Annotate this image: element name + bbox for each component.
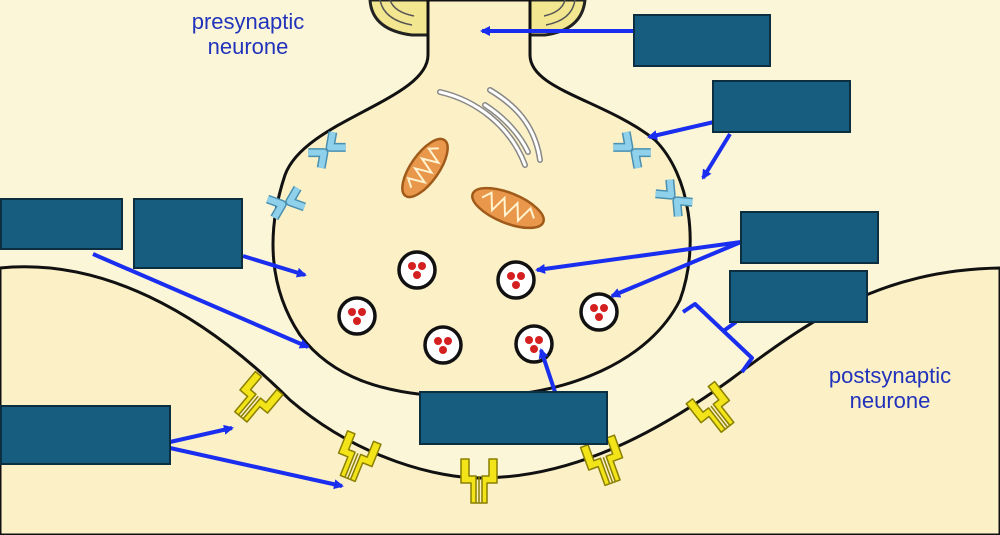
label-box-calcium-channel[interactable] xyxy=(712,80,851,133)
arrow xyxy=(535,240,742,274)
arrow xyxy=(169,424,234,444)
vesicle-icon xyxy=(579,292,619,332)
arrow xyxy=(610,240,742,298)
mitochondrion xyxy=(471,186,545,230)
label-arrows xyxy=(92,26,742,490)
arrow xyxy=(701,132,732,180)
vesicle-icon xyxy=(496,260,536,300)
arrow xyxy=(538,348,557,393)
arrow xyxy=(92,252,310,349)
vesicle-icon xyxy=(423,325,463,365)
presynaptic-neurone-caption: presynaptic neurone xyxy=(191,9,305,59)
golgi-apparatus xyxy=(437,87,543,168)
vesicle-icon xyxy=(397,250,437,290)
arrow xyxy=(647,120,715,141)
vesicle-icon xyxy=(514,324,554,364)
mitochondrion xyxy=(401,137,449,199)
vesicle-icon xyxy=(337,296,377,336)
label-box-receptors[interactable] xyxy=(0,405,171,465)
myelin-sheath xyxy=(368,0,587,37)
postsynaptic-neurone-caption: postsynaptic neurone xyxy=(828,363,952,413)
label-box-vesicle[interactable] xyxy=(740,211,879,264)
label-box-axon[interactable] xyxy=(633,14,771,67)
label-box-synaptic-cleft[interactable] xyxy=(729,270,868,323)
label-box-neurotransmitter[interactable] xyxy=(419,391,608,445)
bracket-pointer xyxy=(720,320,738,334)
label-box-cytoplasm[interactable] xyxy=(133,198,243,269)
arrow xyxy=(242,254,307,278)
arrow xyxy=(169,446,344,490)
label-box-presynaptic-membrane[interactable] xyxy=(0,198,123,250)
